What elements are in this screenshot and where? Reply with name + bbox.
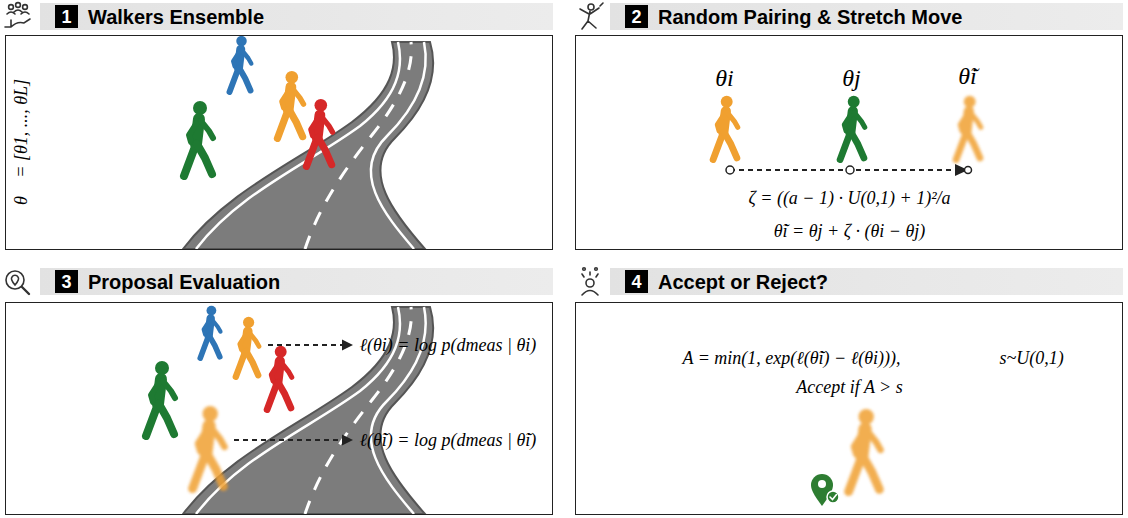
formula: ℓ(θi) = log p(dmeas | θi): [360, 334, 537, 355]
walker-label: θj: [842, 64, 860, 91]
check-mark: [830, 495, 837, 500]
walker-orange: [713, 96, 738, 160]
icon-head: [16, 3, 21, 8]
walker-orange: [236, 317, 259, 377]
formula: s~U(0,1): [1000, 347, 1064, 368]
thinking-icon: [582, 268, 598, 295]
road: [183, 42, 433, 249]
header-band: Walkers Ensemble 1: [40, 3, 553, 30]
icon-dot: [595, 268, 598, 271]
step-number: 1: [55, 5, 78, 28]
formula: A = min(1, exp(ℓ(θ̃i) − ℓ(θi))),: [683, 347, 901, 368]
dancer-icon: [580, 3, 603, 29]
pin-hole: [818, 480, 826, 488]
parameter-vector: θ⃗ = [θ1, ..., θL]: [10, 78, 31, 204]
step-number-text: 3: [61, 271, 71, 292]
icon-pin: [11, 275, 18, 285]
panel-box: θi θj θ̃i ζ = ((a − 1) · U(0,1) + 1)²/a θ̃i …: [575, 35, 1123, 250]
step-number-text: 2: [631, 6, 641, 27]
walker-proposal: [849, 409, 881, 492]
walker-green: [184, 101, 213, 176]
icon-bodies: [7, 10, 29, 14]
step-number-text: 1: [61, 6, 71, 27]
icon-body: [582, 291, 598, 296]
walker-blue: [200, 306, 220, 359]
step-number: 2: [625, 5, 648, 28]
panel-title: Walkers Ensemble: [88, 5, 264, 28]
panel-box: A = min(1, exp(ℓ(θ̃i) − ℓ(θi))), s~U(0,1)…: [575, 302, 1123, 515]
point-marker: [965, 167, 972, 174]
icon-head: [586, 279, 594, 287]
icon-hand: [5, 19, 30, 27]
icon-head: [588, 4, 594, 10]
leader-line: [234, 439, 344, 441]
step-number-text: 4: [631, 271, 641, 292]
walker-proposal: [956, 96, 981, 160]
formula: Accept if A > s: [796, 376, 902, 397]
walker-label: θi: [715, 64, 733, 91]
leader-line: [268, 344, 344, 346]
header-band: Random Pairing & Stretch Move 2: [610, 3, 1123, 30]
check-badge: [827, 491, 839, 503]
walker-green: [840, 96, 865, 160]
panel-box: θ⃗ = [θ1, ..., θL]: [5, 35, 553, 250]
group-icon: [5, 3, 30, 27]
stretch-line: [730, 169, 957, 171]
walker-red: [267, 346, 292, 410]
icon-head: [9, 5, 14, 10]
formula: ζ = ((a − 1) · U(0,1) + 1)²/a: [748, 187, 950, 208]
panel-title: Random Pairing & Stretch Move: [658, 5, 963, 28]
icon-rays: [582, 272, 598, 277]
step-number: 3: [55, 270, 78, 293]
walker-green: [146, 361, 175, 436]
formula: θ̃i = θj + ζ · (θi − θj): [774, 220, 926, 241]
header-band: Proposal Evaluation 3: [40, 268, 553, 295]
panel-box: ℓ(θi) = log p(dmeas | θi) ℓ(θ̃i) = log p(…: [5, 302, 553, 515]
arrowhead: [342, 435, 353, 446]
walker-proposal: [193, 406, 225, 489]
formula: ℓ(θ̃i) = log p(dmeas | θ̃i): [360, 429, 537, 450]
header-band: Accept or Reject? 4: [610, 268, 1123, 295]
icon-handle: [22, 287, 29, 294]
panel-title: Proposal Evaluation: [88, 270, 280, 293]
point-marker: [726, 166, 734, 174]
walker-label: θ̃i: [958, 62, 976, 89]
panel-title: Accept or Reject?: [658, 270, 828, 293]
walker-orange: [277, 71, 303, 138]
point-marker: [846, 166, 854, 174]
icon-body: [580, 3, 603, 29]
icon-dot: [583, 268, 586, 271]
walker-red: [306, 99, 332, 166]
walker-blue: [230, 36, 252, 92]
arrowhead: [342, 340, 353, 351]
search-pin-icon: [6, 271, 29, 294]
icon-head: [23, 5, 28, 10]
step-number: 4: [625, 270, 648, 293]
